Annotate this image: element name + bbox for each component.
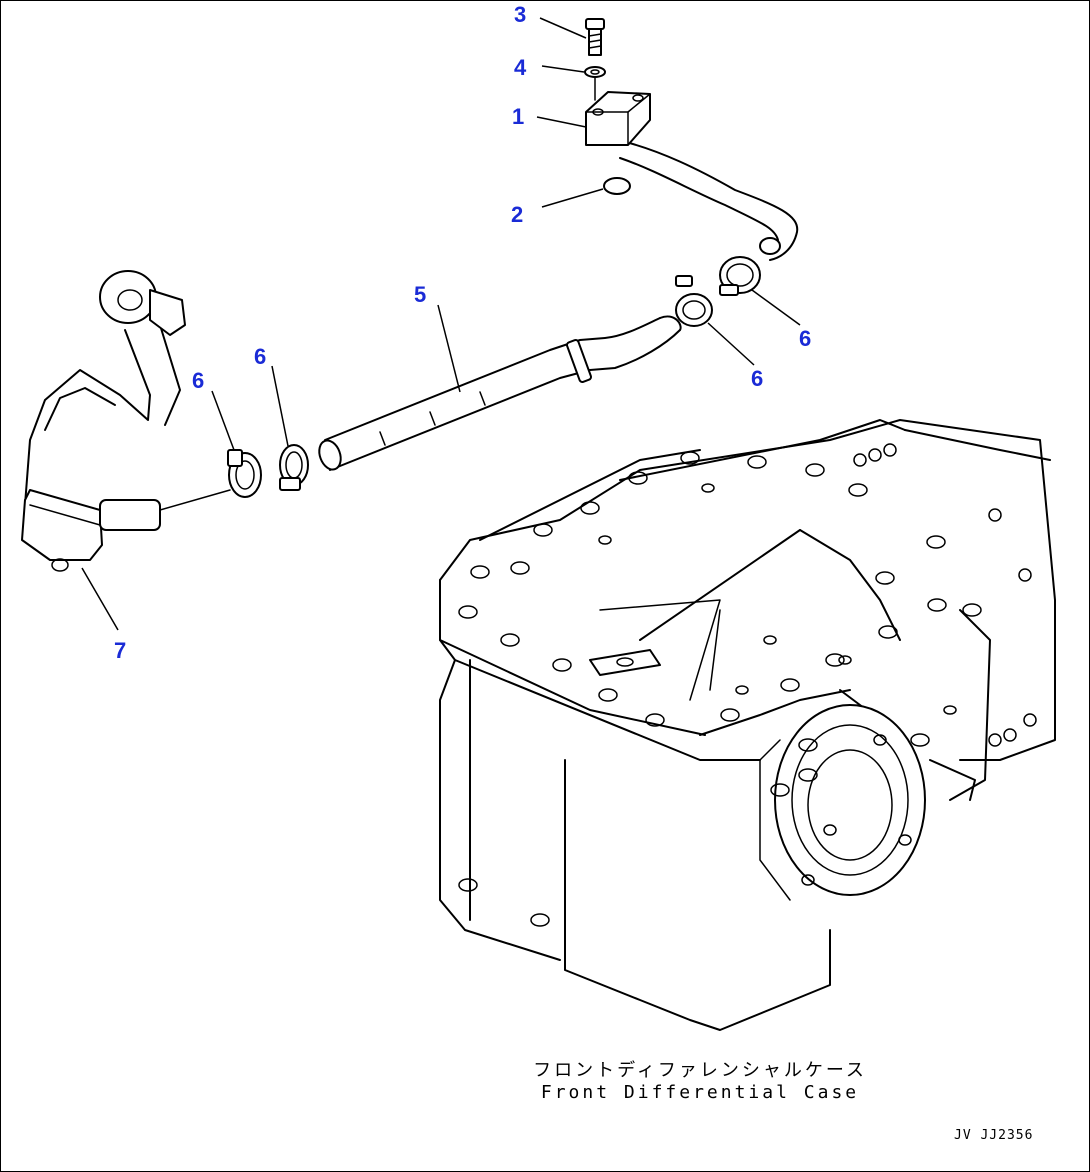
caption-japanese: フロントディファレンシャルケース — [533, 1060, 867, 1081]
breather-tube-part — [21, 270, 231, 572]
callout-2: 2 — [511, 202, 524, 227]
bolt-part — [585, 18, 605, 56]
callout-6: 6 — [192, 368, 205, 393]
hose-clamp-part — [675, 275, 713, 327]
washer-part — [584, 66, 606, 78]
callout-6: 6 — [799, 326, 812, 351]
callout-6: 6 — [254, 344, 267, 369]
callout-6: 6 — [751, 366, 764, 391]
tube-flange-part — [585, 91, 799, 261]
callout-3: 3 — [514, 2, 527, 27]
callout-5: 5 — [414, 282, 427, 307]
hose-part — [318, 315, 682, 471]
callout-7: 7 — [114, 638, 127, 663]
o-ring-part — [603, 177, 631, 195]
callout-1: 1 — [512, 104, 525, 129]
differential-case — [439, 419, 1056, 1031]
hose-clamp-part — [719, 256, 761, 296]
drawing-code: JV JJ2356 — [954, 1128, 1034, 1143]
leader-lines — [81, 17, 801, 631]
callout-4: 4 — [514, 55, 527, 80]
hose-clamp-part — [279, 444, 309, 491]
caption-english: Front Differential Case — [540, 1082, 860, 1103]
hose-clamp-part — [227, 449, 262, 498]
